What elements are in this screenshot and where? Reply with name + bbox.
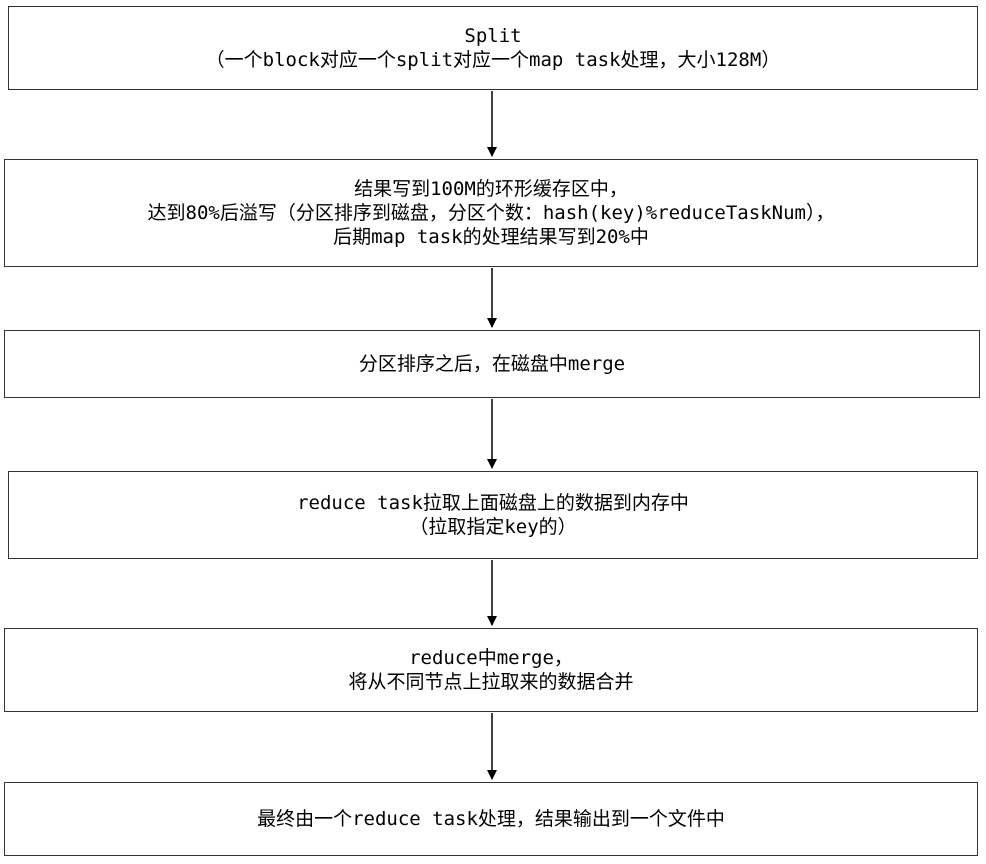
step-text-line: 最终由一个reduce task处理，结果输出到一个文件中 bbox=[257, 808, 725, 830]
step-text-line: （一个block对应一个split对应一个map task处理，大小128M） bbox=[205, 49, 781, 71]
step-reduce-fetch-box: reduce task拉取上面磁盘上的数据到内存中 （拉取指定key的） bbox=[8, 471, 978, 559]
step-text-line: reduce中merge， bbox=[409, 647, 573, 669]
step-text-line: 结果写到100M的环形缓存区中， bbox=[354, 178, 628, 200]
step-text-line: 后期map task的处理结果写到20%中 bbox=[333, 226, 649, 248]
step-text-line: reduce task拉取上面磁盘上的数据到内存中 bbox=[297, 492, 689, 514]
step-text-line: （拉取指定key的） bbox=[409, 516, 577, 538]
step-reduce-merge-box: reduce中merge， 将从不同节点上拉取来的数据合并 bbox=[4, 628, 978, 712]
step-text-line: 达到80%后溢写（分区排序到磁盘，分区个数：hash(key)%reduceTa… bbox=[147, 202, 835, 224]
step-text-line: Split bbox=[464, 25, 522, 47]
step-ring-buffer-box: 结果写到100M的环形缓存区中， 达到80%后溢写（分区排序到磁盘，分区个数：h… bbox=[4, 159, 978, 267]
step-final-output-box: 最终由一个reduce task处理，结果输出到一个文件中 bbox=[4, 782, 978, 856]
step-text-line: 分区排序之后，在磁盘中merge bbox=[358, 353, 626, 375]
step-split-box: Split （一个block对应一个split对应一个map task处理，大小… bbox=[8, 6, 978, 90]
step-text-line: 将从不同节点上拉取来的数据合并 bbox=[348, 671, 634, 693]
step-merge-disk-box: 分区排序之后，在磁盘中merge bbox=[4, 330, 980, 398]
